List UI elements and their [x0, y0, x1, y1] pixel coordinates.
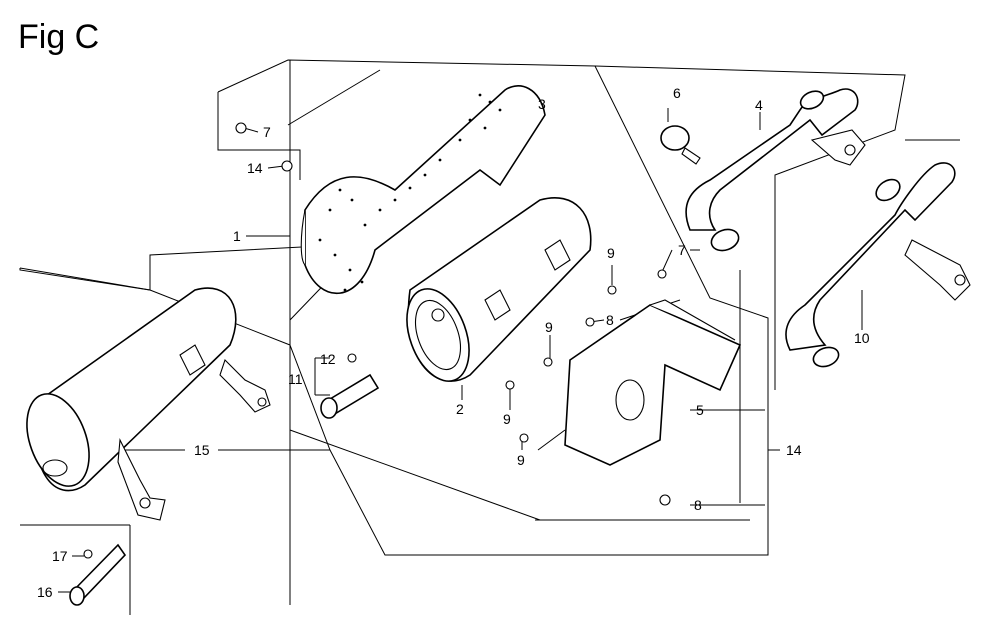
bolt-8a — [657, 269, 667, 279]
callout-5: 5 — [696, 402, 704, 418]
callout-1: 1 — [233, 228, 241, 244]
bolt-9a — [607, 285, 617, 295]
callout-15: 15 — [194, 442, 210, 458]
leader-lines — [58, 103, 863, 593]
callout-9d: 9 — [517, 452, 525, 468]
spark-arrester-part — [320, 373, 380, 419]
bolt-9c — [505, 380, 515, 390]
callout-16: 16 — [37, 584, 53, 600]
bolt-9d — [519, 433, 529, 443]
clamp-part — [660, 125, 701, 165]
exhaust-pipe-part — [685, 88, 866, 252]
callout-6: 6 — [673, 85, 681, 101]
muffler-assembly-part — [26, 287, 271, 521]
callout-9b: 9 — [545, 319, 553, 335]
muffler-body-part — [406, 197, 592, 382]
alt-exhaust-pipe-part — [785, 162, 971, 368]
callout-9c: 9 — [503, 411, 511, 427]
callout-2: 2 — [456, 401, 464, 417]
callout-8b: 8 — [606, 312, 614, 328]
callout-labels: 7 14 1 3 6 4 7 8 9 9 9 9 5 8 14 10 2 12 … — [37, 85, 870, 600]
washer-13 — [281, 160, 293, 172]
bolt-8b — [585, 317, 595, 327]
callout-9a: 9 — [607, 245, 615, 261]
callout-10: 10 — [854, 330, 870, 346]
screw-17 — [83, 549, 93, 559]
callout-14: 14 — [786, 442, 802, 458]
bolt-9b — [543, 357, 553, 367]
callout-7: 7 — [263, 124, 271, 140]
callout-11: 11 — [288, 371, 303, 387]
callout-17: 17 — [52, 548, 68, 564]
nut-7 — [235, 122, 247, 134]
screw-12 — [347, 353, 357, 363]
callout-12: 12 — [320, 351, 336, 367]
heat-shield-part — [300, 85, 546, 294]
callout-4: 4 — [755, 97, 763, 113]
callout-13: 14 — [247, 160, 263, 176]
tail-pipe-part — [69, 543, 127, 606]
callout-3: 3 — [538, 96, 546, 112]
fasteners — [83, 122, 671, 559]
mounting-bracket-part — [564, 299, 742, 466]
figure-title: Fig C — [18, 18, 100, 56]
callout-8c: 8 — [694, 497, 702, 513]
callout-8a: 7 — [678, 242, 686, 258]
group-outlines — [19, 59, 960, 615]
bolt-8c — [659, 494, 671, 506]
